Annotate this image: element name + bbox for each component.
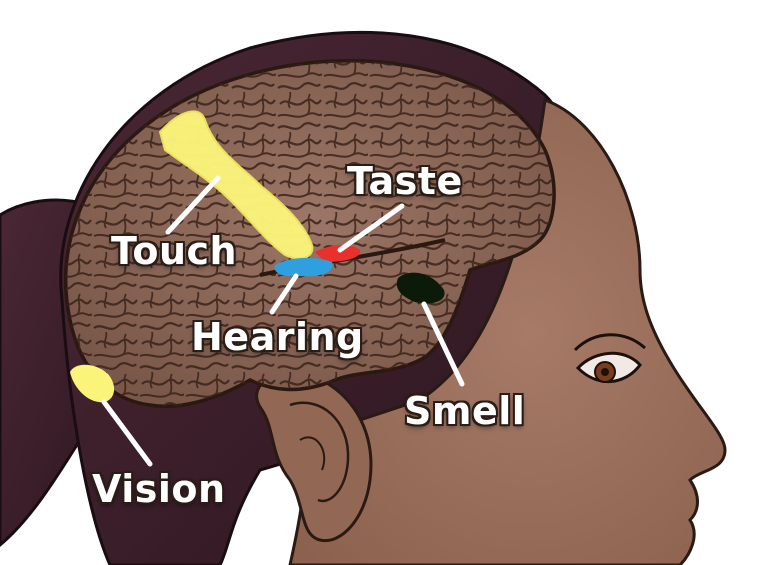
vision-region <box>70 364 115 403</box>
touch-leader <box>165 175 221 235</box>
leader-lines <box>101 175 465 467</box>
face <box>288 97 727 565</box>
vision-leader <box>101 399 153 467</box>
touch-label: Touch <box>111 229 238 273</box>
smell-region <box>396 272 445 304</box>
smell-leader <box>421 301 465 387</box>
hearing-region <box>274 257 333 277</box>
smell-label: Smell <box>404 389 526 433</box>
touch-region <box>158 110 314 260</box>
taste-leader <box>337 203 405 253</box>
vision-label: Vision <box>92 467 226 511</box>
hearing-label: Hearing <box>191 315 364 359</box>
taste-region <box>315 244 361 262</box>
hearing-leader <box>269 273 299 315</box>
taste-label: Taste <box>347 159 463 203</box>
